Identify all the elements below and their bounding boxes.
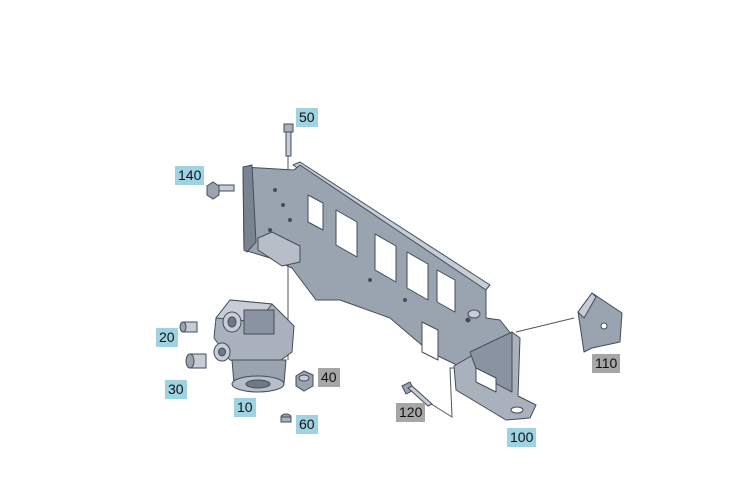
leader-bracket-110 <box>515 317 575 333</box>
plate-cutouts <box>307 194 497 393</box>
plug-30 <box>185 353 207 369</box>
cap-60 <box>280 413 292 423</box>
bolt-140 <box>206 181 235 200</box>
valve-assembly-10 <box>213 299 295 393</box>
bracket-110 <box>577 292 623 353</box>
callout-20: 20 <box>156 328 178 347</box>
callout-30: 30 <box>165 380 187 399</box>
callout-60: 60 <box>296 415 318 434</box>
bolt-50 <box>283 123 294 157</box>
mounting-plate-100 <box>242 161 537 421</box>
callout-100: 100 <box>507 428 537 447</box>
callout-10: 10 <box>234 398 256 417</box>
nut-40 <box>295 370 314 392</box>
callout-110: 110 <box>592 354 621 373</box>
callout-140: 140 <box>175 166 205 185</box>
plug-20 <box>179 321 198 333</box>
callout-50: 50 <box>296 108 318 127</box>
bolt-120 <box>401 381 433 407</box>
callout-120: 120 <box>396 403 426 422</box>
plate-holes <box>268 188 471 323</box>
callout-40: 40 <box>318 368 340 387</box>
